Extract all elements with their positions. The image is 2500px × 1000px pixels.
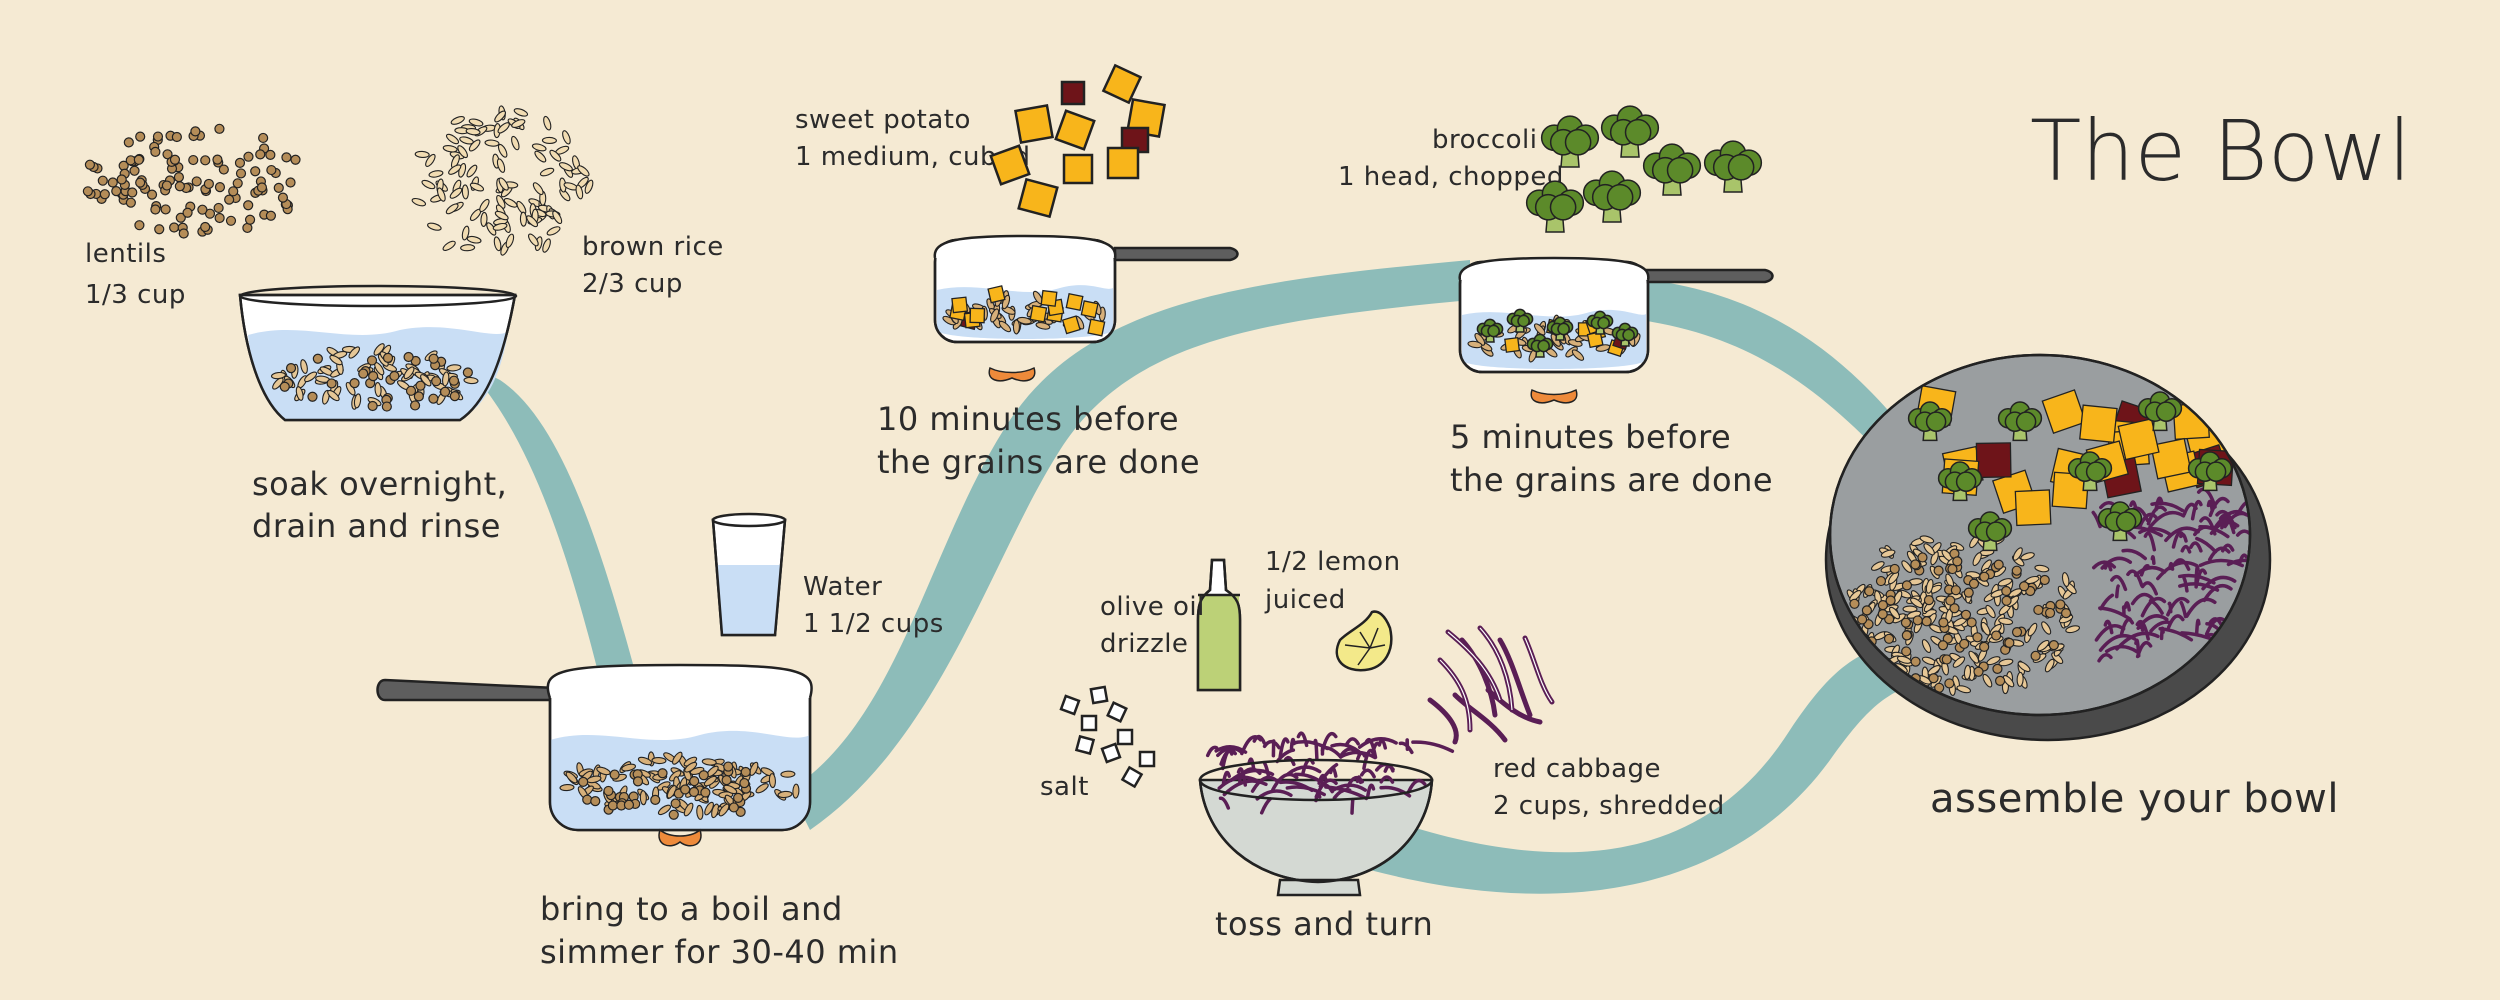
- flow-path: [460, 260, 1980, 894]
- soak-step-line1: soak overnight,: [252, 465, 507, 503]
- rice-pile: [411, 105, 594, 256]
- broccoli-label: broccoli: [1432, 125, 1537, 155]
- assemble-step: assemble your bowl: [1930, 776, 2339, 822]
- water-glass: [711, 512, 787, 637]
- broccoli-step-line2: the grains are done: [1450, 461, 1773, 499]
- rice-amount: 2/3 cup: [582, 269, 683, 299]
- salad-bowl: [1198, 731, 1455, 897]
- broccoli-florets: [1525, 105, 1763, 233]
- water-label: Water: [803, 572, 882, 602]
- toss-step: toss and turn: [1215, 905, 1433, 943]
- potato-step-line2: the grains are done: [877, 443, 1200, 481]
- broccoli-pot: [1458, 256, 1774, 404]
- cabbage-label: red cabbage: [1493, 754, 1661, 784]
- page-title: The Bowl: [2030, 102, 2411, 200]
- lemon-half: [1335, 610, 1393, 672]
- boil-step-line2: simmer for 30-40 min: [540, 933, 899, 971]
- olive-oil-bottle: [1196, 558, 1242, 692]
- salt-cubes: [1059, 685, 1156, 789]
- red-cabbage-shreds: [1427, 625, 1555, 745]
- lemon-amount: juiced: [1264, 585, 1346, 615]
- salt-label: salt: [1040, 772, 1089, 802]
- broccoli-step-line1: 5 minutes before: [1450, 418, 1731, 456]
- sweet-potato-label: sweet potato: [795, 105, 971, 135]
- lentils-label: lentils: [85, 239, 166, 269]
- soaking-bowl: [238, 284, 518, 422]
- lentils-pile: [82, 123, 301, 239]
- main-pot: [376, 663, 813, 847]
- soak-step-line2: drain and rinse: [252, 507, 501, 545]
- boil-step-line1: bring to a boil and: [540, 890, 843, 928]
- lentils-amount: 1/3 cup: [85, 280, 186, 310]
- sweet-potato-pot: [933, 234, 1239, 382]
- lemon-label: 1/2 lemon: [1265, 547, 1401, 577]
- rice-label: brown rice: [582, 232, 724, 262]
- olive-oil-label: olive oil: [1100, 592, 1205, 622]
- potato-step-line1: 10 minutes before: [877, 400, 1179, 438]
- sweet-potato-cubes: [989, 63, 1166, 219]
- cabbage-amount: 2 cups, shredded: [1493, 791, 1725, 821]
- olive-oil-amount: drizzle: [1100, 629, 1188, 659]
- water-amount: 1 1/2 cups: [803, 609, 944, 639]
- broccoli-amount: 1 head, chopped: [1338, 162, 1564, 192]
- assembled-bowl: [1824, 353, 2272, 742]
